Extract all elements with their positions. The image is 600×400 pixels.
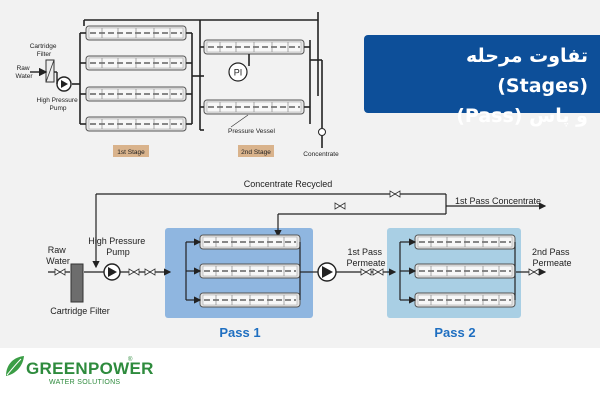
footer: GREENPOWER ® WATER SOLUTIONS	[0, 348, 600, 400]
title-line-2: و پاس (Pass)	[456, 105, 588, 127]
pressure-vessel-label: Pressure Vessel	[228, 128, 276, 135]
pressure-indicator-icon: PI	[228, 62, 248, 82]
high-pressure-pump-icon	[56, 76, 72, 92]
stage1-vessels	[85, 25, 187, 132]
concentrate-valve-icon	[334, 202, 346, 210]
high-pressure-pump-label: High Pressure Pump	[88, 236, 148, 257]
pump-valve-icon	[144, 268, 156, 276]
inlet-valve-icon	[54, 268, 66, 276]
pressure-vessel	[203, 39, 305, 55]
pass-diagram: Concentrate Recycled 1st Pass Concentrat…	[46, 179, 572, 340]
stage1-label: 1st Stage	[117, 149, 145, 156]
pressure-vessel	[85, 25, 187, 41]
concentrate-valve-icon	[318, 128, 326, 136]
recycle-valve-icon	[389, 190, 401, 198]
stage2-tag	[238, 145, 274, 157]
pass2-vessels	[414, 234, 516, 308]
pressure-vessel	[199, 234, 301, 250]
logo-registered: ®	[128, 357, 133, 363]
pressure-vessel	[414, 263, 516, 279]
pressure-vessel	[85, 86, 187, 102]
title-line-1: تفاوت مرحله (Stages)	[465, 45, 588, 97]
high-pressure-pump-icon	[103, 263, 121, 281]
pressure-vessel	[203, 99, 305, 115]
pressure-vessel	[199, 292, 301, 308]
pressure-vessel	[85, 55, 187, 71]
concentrate-recycled-label: Concentrate Recycled	[244, 179, 333, 189]
pressure-vessel	[85, 116, 187, 132]
first-pass-concentrate-label: 1st Pass Concentrate	[455, 196, 541, 206]
logo-subtitle: WATER SOLUTIONS	[49, 379, 121, 386]
pressure-vessel	[414, 234, 516, 250]
pass1-label: Pass 1	[219, 325, 260, 340]
concentrate-label: Concentrate	[303, 151, 339, 158]
permeate-valve-icon	[360, 268, 372, 276]
top-cartridge-filter-label: Cartridge Filter	[30, 43, 59, 58]
pressure-vessel	[414, 292, 516, 308]
stage2-label: 2nd Stage	[241, 149, 271, 156]
leaf-logo-icon	[6, 356, 24, 376]
top-high-pressure-pump-label: High Pressure Pump	[37, 97, 80, 112]
stage-diagram: PI Cartridge Filter Raw Water High Press…	[15, 12, 339, 158]
logo-name: GREENPOWER	[26, 359, 154, 378]
pass1-vessels	[199, 234, 301, 308]
pass2-label: Pass 2	[434, 325, 475, 340]
first-pass-permeate-label: 1st Pass Permeate	[346, 247, 385, 268]
outlet-valve-icon	[528, 268, 540, 276]
pump-valve-icon	[128, 268, 140, 276]
raw-water-label: Raw Water	[46, 245, 70, 266]
stage2-vessels	[203, 39, 305, 115]
pressure-vessel	[199, 263, 301, 279]
interpass-pump-icon	[317, 262, 337, 282]
cartridge-filter-label: Cartridge Filter	[50, 306, 110, 316]
cartridge-filter-icon	[70, 263, 84, 303]
top-raw-water-label: Raw Water	[15, 65, 33, 80]
permeate-valve-icon	[372, 268, 384, 276]
stage1-tag	[113, 145, 149, 157]
second-pass-permeate-label: 2nd Pass Permeate	[532, 247, 572, 268]
title-banner: تفاوت مرحله (Stages) و پاس (Pass)	[364, 35, 600, 127]
pi-label: PI	[234, 68, 243, 78]
